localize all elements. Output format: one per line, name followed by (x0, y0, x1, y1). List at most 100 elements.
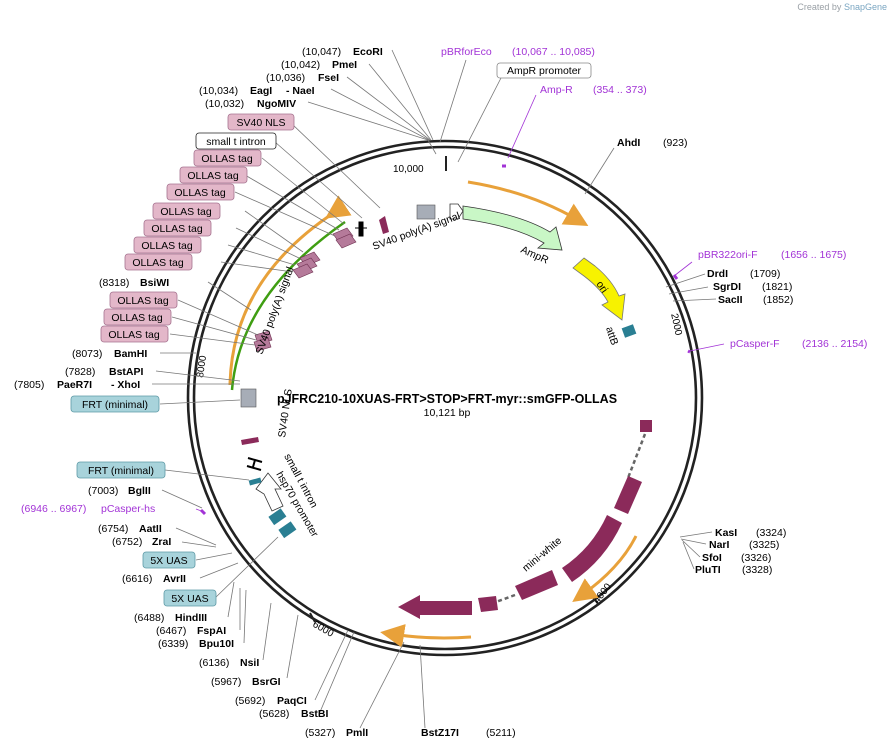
site-sacii[interactable]: SacII (718, 294, 743, 306)
mini-white-intron-2 (495, 593, 516, 604)
site-kasi-pos: (3324) (756, 527, 786, 539)
mini-white-exon-2[interactable] (614, 476, 642, 514)
site-bamhi[interactable]: BamHI (114, 348, 147, 360)
box-small-t-intron[interactable] (195, 132, 277, 150)
site-nari[interactable]: NarI (709, 539, 730, 551)
box-ollas-5-label: OLLAS tag (151, 223, 203, 235)
ollas-box-group[interactable]: OLLAS tag OLLAS tag OLLAS tag OLLAS tag … (100, 149, 262, 343)
small-t-intron-top (355, 221, 367, 237)
uas-feature-1[interactable] (268, 508, 287, 526)
site-pmei-pos: (10,042) (281, 59, 320, 71)
box-ollas-6[interactable] (133, 236, 202, 254)
box-frt-bottom-label: FRT (minimal) (88, 465, 154, 477)
site-sfoi[interactable]: SfoI (702, 552, 722, 564)
site-bsiwi[interactable]: BsiWI (140, 277, 169, 289)
site-naei[interactable]: - NaeI (286, 85, 315, 97)
green-arc-left (230, 220, 346, 391)
backbone-outer (186, 139, 704, 657)
grey-feature-left (240, 388, 257, 408)
sv40-nls-feature[interactable] (379, 216, 389, 234)
site-fspai[interactable]: FspAI (197, 625, 226, 637)
box-ampr-promoter[interactable] (496, 62, 592, 79)
ori-feature[interactable] (572, 257, 626, 321)
site-sfoi-pos: (3326) (741, 552, 771, 564)
ampr-promoter-arrow[interactable] (449, 203, 464, 220)
primer-pbrforeco[interactable]: pBRforEco (441, 46, 492, 58)
mini-white-exon-4[interactable] (515, 570, 558, 600)
mini-white-exon-5[interactable] (478, 596, 498, 612)
box-frt-bottom[interactable] (76, 461, 166, 479)
site-paer7i[interactable]: PaeR7I (57, 379, 92, 391)
box-ollas-2[interactable] (179, 166, 248, 184)
site-ecori[interactable]: EcoRI (353, 46, 383, 58)
box-ollas-10-label: OLLAS tag (108, 329, 160, 341)
site-sgrdi[interactable]: SgrDI (713, 281, 741, 293)
mini-white-exon-6[interactable] (398, 595, 472, 619)
box-ollas-10[interactable] (100, 325, 169, 343)
attb-feature[interactable] (621, 324, 637, 338)
site-ngomiv[interactable]: NgoMIV (257, 98, 296, 110)
site-ahdi[interactable]: AhdI (617, 137, 640, 149)
site-aatii-pos: (6754) (98, 523, 128, 535)
primer-pcasper-f[interactable]: pCasper-F (730, 338, 780, 350)
box-frt-top-label: FRT (minimal) (82, 399, 148, 411)
site-bstbi[interactable]: BstBI (301, 708, 329, 720)
site-bsrgi[interactable]: BsrGI (252, 676, 281, 688)
site-bsrgi-pos: (5967) (211, 676, 241, 688)
site-pmli-pos: (5327) (305, 727, 335, 739)
site-bstbi-pos: (5628) (259, 708, 289, 720)
site-bpu10i[interactable]: Bpu10I (199, 638, 234, 650)
primer-pbr322ori-f[interactable]: pBR322ori-F (698, 249, 758, 261)
mini-white-label: mini-white (520, 535, 564, 575)
box-frt-top[interactable] (70, 395, 160, 413)
site-bstz17i[interactable]: BstZ17I (421, 727, 459, 739)
site-paqci[interactable]: PaqCI (277, 695, 307, 707)
ampr-feature[interactable] (462, 205, 563, 251)
ollas-features-upper[interactable] (253, 227, 357, 352)
orange-arc-bottom (380, 624, 472, 648)
site-fsei[interactable]: FseI (318, 72, 339, 84)
box-ollas-4[interactable] (152, 202, 221, 220)
site-pmei[interactable]: PmeI (332, 59, 357, 71)
site-drdi[interactable]: DrdI (707, 268, 728, 280)
grey-feature-top (416, 204, 436, 220)
site-pmli[interactable]: PmlI (346, 727, 368, 739)
box-ollas-3[interactable] (166, 183, 235, 201)
site-eagi[interactable]: EagI (250, 85, 272, 97)
site-hindiii[interactable]: HindIII (175, 612, 207, 624)
primer-pcasperhs-range: (6946 .. 6967) (21, 503, 86, 515)
leader-lines (152, 49, 725, 729)
site-bglii[interactable]: BglII (128, 485, 151, 497)
hsp70-promoter-arrow[interactable] (255, 472, 284, 512)
primer-ampr-range: (354 .. 373) (593, 84, 647, 96)
site-aatii[interactable]: AatII (139, 523, 162, 535)
site-bstapi[interactable]: BstAPI (109, 366, 144, 378)
box-uas-1[interactable] (142, 551, 196, 569)
left-small-arrow (241, 437, 259, 445)
box-ollas-1-label: OLLAS tag (201, 153, 253, 165)
box-ollas-9[interactable] (103, 308, 172, 326)
site-xhoi[interactable]: - XhoI (111, 379, 140, 391)
site-avrii-pos: (6616) (122, 573, 152, 585)
mini-white-exon-3[interactable] (562, 515, 622, 582)
box-ollas-5[interactable] (143, 219, 212, 237)
site-pluti[interactable]: PluTI (695, 564, 721, 576)
primer-ampr[interactable]: Amp-R (540, 84, 573, 96)
site-zrai[interactable]: ZraI (152, 536, 171, 548)
primer-pcasperhs[interactable]: pCasper-hs (101, 503, 155, 515)
snapgene-brand: Created by SnapGene (797, 2, 887, 12)
site-avrii[interactable]: AvrII (163, 573, 186, 585)
box-ollas-1[interactable] (193, 149, 262, 167)
box-sv40-nls[interactable] (227, 113, 295, 131)
plasmid-length: 10,121 bp (424, 407, 471, 419)
box-uas-2[interactable] (163, 589, 217, 607)
mini-white-exon-1[interactable] (640, 420, 652, 432)
site-nsii[interactable]: NsiI (240, 657, 259, 669)
uas-feature-2[interactable] (278, 521, 297, 539)
site-kasi[interactable]: KasI (715, 527, 737, 539)
box-ollas-7[interactable] (124, 253, 193, 271)
site-ecori-pos: (10,047) (302, 46, 341, 58)
box-ollas-8[interactable] (109, 291, 178, 309)
frt-feature[interactable] (248, 477, 262, 486)
